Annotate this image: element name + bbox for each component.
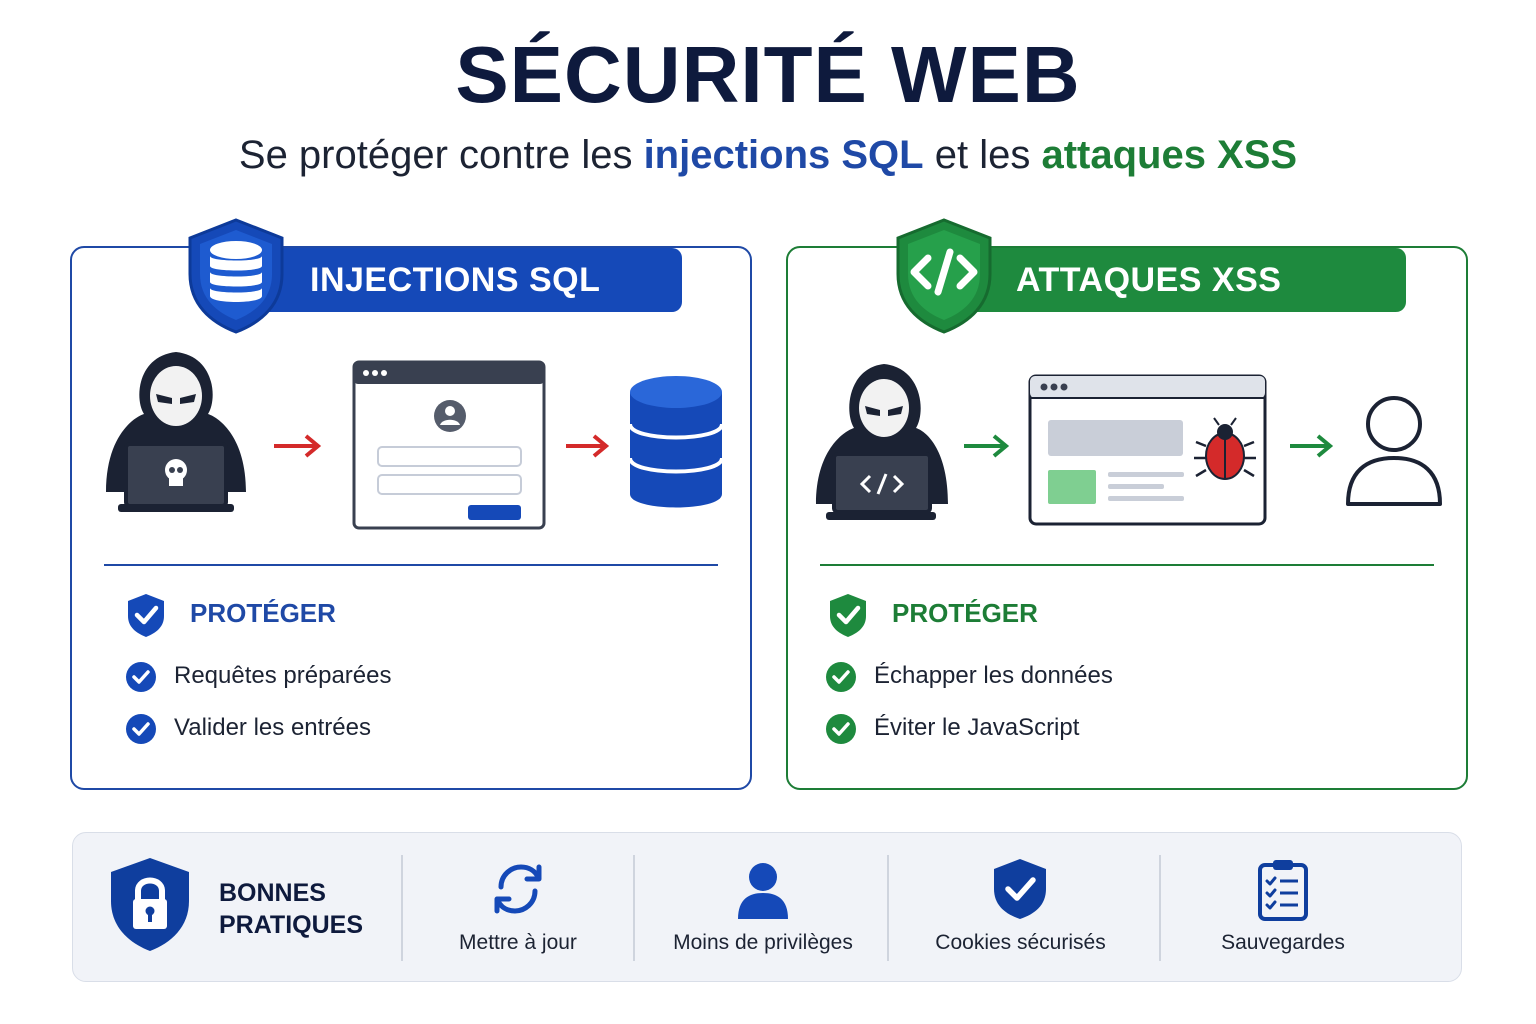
- user-outline-icon: [1346, 396, 1442, 506]
- best-practices-title: BONNES PRATIQUES: [219, 877, 363, 941]
- best-practice-least-privilege: Moins de privilèges: [648, 833, 878, 983]
- best-practice-label: Moins de privilèges: [673, 931, 853, 954]
- arrow-right-icon: [964, 434, 1010, 458]
- divider: [633, 855, 635, 961]
- shield-check-icon: [994, 859, 1046, 919]
- list-item-text: Valider les entrées: [174, 714, 371, 741]
- protect-label: PROTÉGER: [190, 598, 336, 628]
- refresh-icon: [494, 864, 542, 914]
- list-item-text: Éviter le JavaScript: [874, 714, 1080, 741]
- clipboard-icon: [1258, 860, 1308, 921]
- divider: [1159, 855, 1161, 961]
- best-practice-backups: Sauvegardes: [1178, 833, 1388, 983]
- section-divider: [104, 564, 718, 566]
- user-icon: [738, 863, 788, 919]
- protect-label: PROTÉGER: [892, 598, 1038, 628]
- xss-attack-illustration: [816, 364, 1442, 526]
- database-icon: [628, 376, 724, 508]
- subtitle-xss: attaques XSS: [1041, 133, 1298, 177]
- best-practices-title-line1: BONNES: [219, 879, 326, 907]
- database-shield-icon: [188, 218, 284, 334]
- arrow-right-icon: [274, 434, 322, 458]
- page-title: SÉCURITÉ WEB: [455, 30, 1081, 119]
- sql-attack-illustration: [106, 352, 724, 530]
- login-form-window-icon: [352, 360, 546, 530]
- divider: [401, 855, 403, 961]
- hacker-icon: [816, 364, 948, 520]
- list-item-text: Requêtes préparées: [174, 662, 392, 689]
- best-practices-bar: BONNES PRATIQUES Mettre à jour Moins de …: [72, 832, 1462, 982]
- xss-attack-panel: ATTAQUES XSS: [786, 218, 1468, 790]
- best-practice-label: Sauvegardes: [1221, 931, 1345, 954]
- subtitle-sql: injections SQL: [643, 133, 924, 177]
- section-divider: [820, 564, 1434, 566]
- best-practices-title-line2: PRATIQUES: [219, 911, 363, 939]
- best-practice-secure-cookies: Cookies sécurisés: [903, 833, 1138, 983]
- code-shield-icon: [896, 218, 992, 334]
- best-practice-label: Cookies sécurisés: [935, 931, 1106, 954]
- check-circle-icon: [126, 714, 156, 744]
- check-circle-icon: [826, 662, 856, 692]
- best-practice-update: Mettre à jour: [413, 833, 623, 983]
- page-subtitle: Se protéger contre les injections SQL et…: [0, 130, 1536, 180]
- shield-check-icon: [128, 594, 164, 637]
- bug-icon: [1194, 417, 1256, 480]
- hacker-icon: [106, 352, 246, 512]
- list-item-text: Échapper les données: [874, 662, 1113, 689]
- arrow-right-icon: [1290, 434, 1334, 458]
- subtitle-middle: et les: [923, 133, 1042, 177]
- check-circle-icon: [126, 662, 156, 692]
- subtitle-prefix: Se protéger contre les: [238, 133, 644, 177]
- lock-shield-icon: [111, 858, 189, 951]
- divider: [887, 855, 889, 961]
- xss-panel-title: ATTAQUES XSS: [958, 248, 1406, 312]
- check-circle-icon: [826, 714, 856, 744]
- infected-browser-window-icon: [1028, 374, 1267, 526]
- shield-check-icon: [830, 594, 866, 637]
- sql-injection-panel: INJECTIONS SQL: [70, 218, 752, 790]
- best-practice-label: Mettre à jour: [459, 931, 577, 954]
- arrow-right-icon: [566, 434, 610, 458]
- sql-panel-title: INJECTIONS SQL: [252, 248, 682, 312]
